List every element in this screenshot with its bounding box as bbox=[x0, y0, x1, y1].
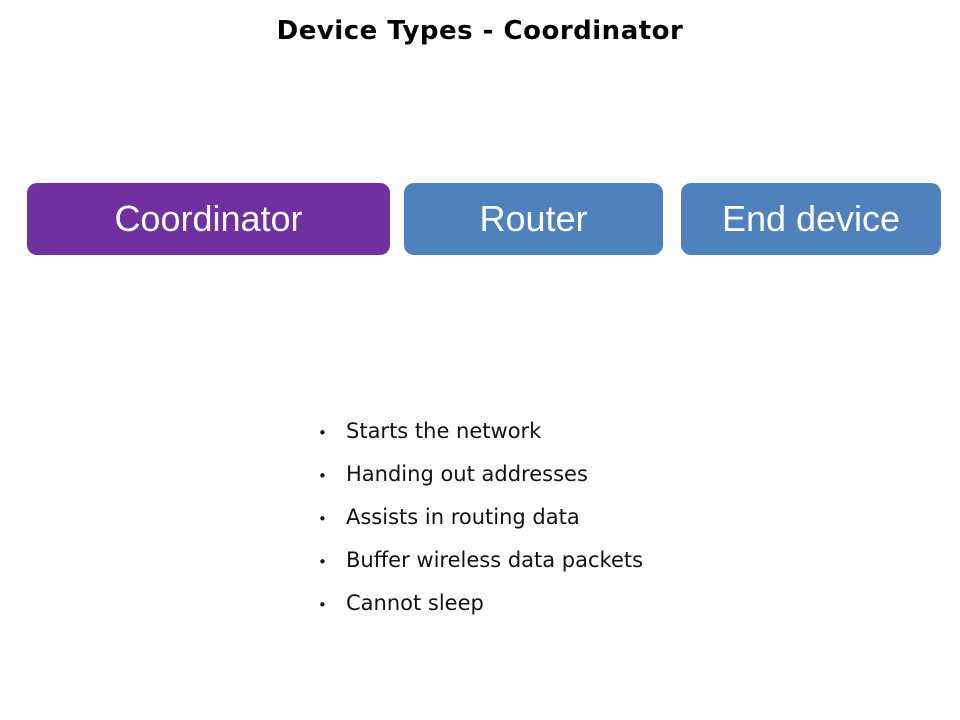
bullet-icon: • bbox=[318, 467, 327, 485]
device-button-end-device: End device bbox=[681, 183, 941, 255]
device-button-router-label: Router bbox=[479, 198, 588, 239]
bullet-text: Handing out addresses bbox=[346, 462, 588, 486]
bullet-list: • Starts the network • Handing out addre… bbox=[318, 410, 643, 625]
list-item: • Buffer wireless data packets bbox=[318, 539, 643, 582]
list-item: • Assists in routing data bbox=[318, 496, 643, 539]
bullet-icon: • bbox=[318, 510, 327, 528]
device-button-coordinator-label: Coordinator bbox=[114, 198, 303, 239]
bullet-icon: • bbox=[318, 553, 327, 571]
list-item: • Handing out addresses bbox=[318, 453, 643, 496]
device-button-router: Router bbox=[404, 183, 663, 255]
device-button-coordinator: Coordinator bbox=[27, 183, 390, 255]
bullet-text: Buffer wireless data packets bbox=[346, 548, 644, 572]
list-item: • Starts the network bbox=[318, 410, 643, 453]
bullet-icon: • bbox=[318, 424, 327, 442]
device-button-end-device-label: End device bbox=[721, 198, 901, 239]
slide-title: Device Types - Coordinator bbox=[276, 16, 684, 46]
bullet-text: Starts the network bbox=[346, 419, 542, 443]
bullet-text: Assists in routing data bbox=[346, 505, 580, 529]
list-item: • Cannot sleep bbox=[318, 582, 643, 625]
bullet-text: Cannot sleep bbox=[346, 591, 484, 615]
bullet-icon: • bbox=[318, 596, 327, 614]
